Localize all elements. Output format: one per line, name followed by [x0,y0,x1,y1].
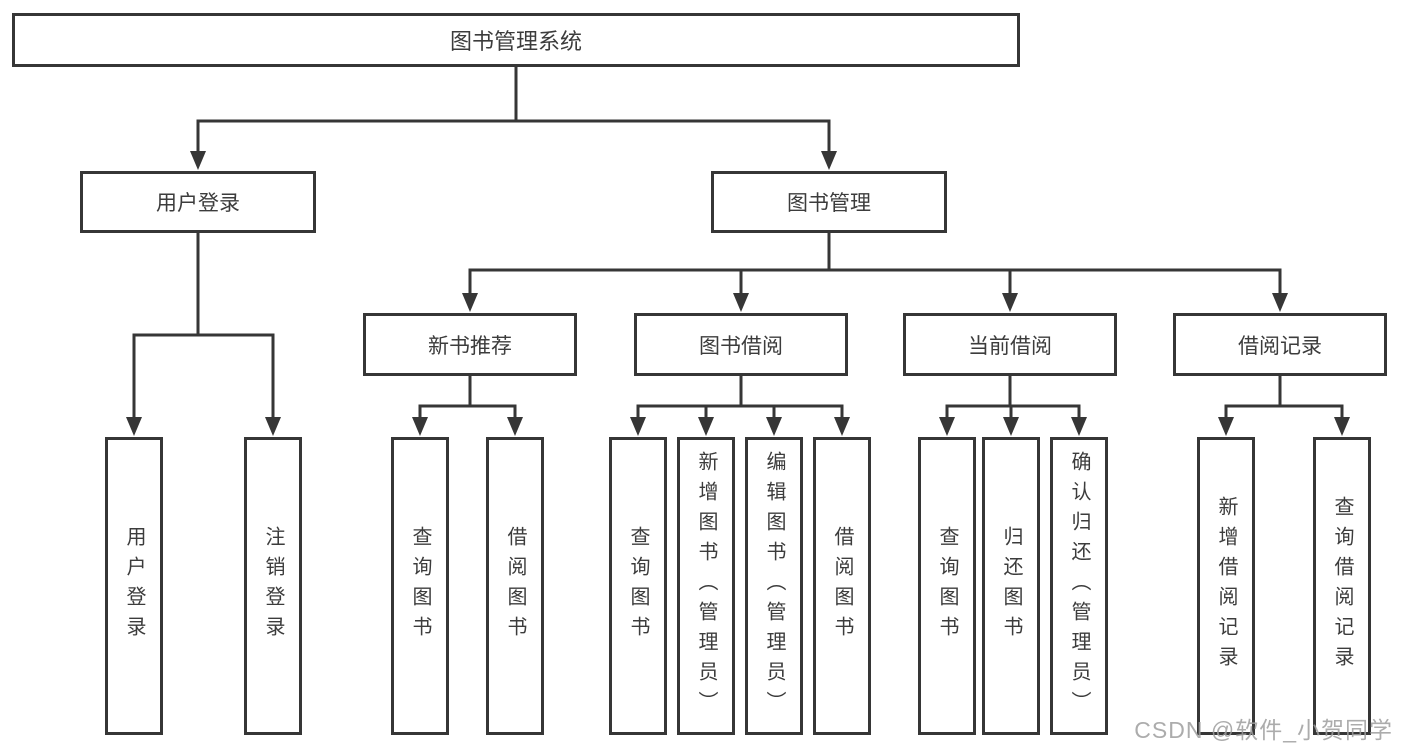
arrow-down-icon-leaf-confirm-return [1071,417,1087,436]
node-label-leaf-query-borrow-record: 查询借阅记录 [1331,496,1353,676]
node-leaf-edit-books: 编辑图书（管理员） [745,437,803,735]
node-current-borrow: 当前借阅 [903,313,1117,376]
node-book-borrow: 图书借阅 [634,313,848,376]
node-label-leaf-query-books-3: 查询图书 [936,526,958,646]
node-label-leaf-query-books-1: 查询图书 [409,526,431,646]
watermark: CSDN @软件_小贺同学 [1134,717,1393,743]
node-book-mgmt-branch: 图书管理 [711,171,947,233]
node-leaf-add-books: 新增图书（管理员） [677,437,735,735]
arrow-down-icon-leaf-query-borrow-record [1334,417,1350,436]
node-label-system: 图书管理系统 [449,29,582,54]
node-label-current-borrow: 当前借阅 [968,334,1052,358]
node-leaf-return-books: 归还图书 [982,437,1040,735]
node-label-book-borrow: 图书借阅 [699,334,783,358]
node-leaf-query-books-3: 查询图书 [918,437,976,735]
node-leaf-logout: 注销登录 [244,437,302,735]
node-label-leaf-logout: 注销登录 [262,526,284,646]
node-label-leaf-edit-books: 编辑图书（管理员） [763,451,785,721]
arrow-down-icon-book-mgmt-branch [821,151,837,170]
node-label-leaf-confirm-return: 确认归还（管理员） [1068,451,1090,721]
node-label-book-mgmt-branch: 图书管理 [787,192,871,215]
node-leaf-confirm-return: 确认归还（管理员） [1050,437,1108,735]
node-label-leaf-add-books: 新增图书（管理员） [695,451,717,721]
node-label-leaf-borrow-books-1: 借阅图书 [504,526,526,646]
arrow-down-icon-leaf-borrow-books-2 [834,417,850,436]
arrow-down-icon-book-borrow [733,293,749,312]
node-label-leaf-user-login: 用户登录 [123,526,145,646]
node-leaf-add-borrow-record: 新增借阅记录 [1197,437,1255,735]
node-leaf-borrow-books-2: 借阅图书 [813,437,871,735]
node-label-borrow-records: 借阅记录 [1238,334,1322,358]
arrow-down-icon-leaf-logout [265,417,281,436]
arrow-down-icon-leaf-query-books-3 [939,417,955,436]
node-label-leaf-query-books-2: 查询图书 [627,526,649,646]
arrow-down-icon-leaf-add-books [698,417,714,436]
node-label-leaf-return-books: 归还图书 [1000,526,1022,646]
node-label-leaf-add-borrow-record: 新增借阅记录 [1215,496,1237,676]
node-system: 图书管理系统 [12,13,1020,67]
node-label-user-login-branch: 用户登录 [156,192,240,215]
arrow-down-icon-leaf-query-books-1 [412,417,428,436]
arrow-down-icon-user-login-branch [190,151,206,170]
node-label-leaf-borrow-books-2: 借阅图书 [831,526,853,646]
node-label-new-book-rec: 新书推荐 [428,334,512,358]
arrow-down-icon-leaf-borrow-books-1 [507,417,523,436]
node-leaf-borrow-books-1: 借阅图书 [486,437,544,735]
arrow-down-icon-borrow-records [1272,293,1288,312]
arrow-down-icon-leaf-query-books-2 [630,417,646,436]
arrow-down-icon-leaf-edit-books [766,417,782,436]
arrow-down-icon-new-book-rec [462,293,478,312]
node-leaf-user-login: 用户登录 [105,437,163,735]
node-leaf-query-books-2: 查询图书 [609,437,667,735]
node-leaf-query-books-1: 查询图书 [391,437,449,735]
node-leaf-query-borrow-record: 查询借阅记录 [1313,437,1371,735]
arrow-down-icon-leaf-add-borrow-record [1218,417,1234,436]
arrow-down-icon-leaf-return-books [1003,417,1019,436]
node-borrow-records: 借阅记录 [1173,313,1387,376]
node-user-login-branch: 用户登录 [80,171,316,233]
arrow-down-icon-current-borrow [1002,293,1018,312]
node-new-book-rec: 新书推荐 [363,313,577,376]
arrow-down-icon-leaf-user-login [126,417,142,436]
